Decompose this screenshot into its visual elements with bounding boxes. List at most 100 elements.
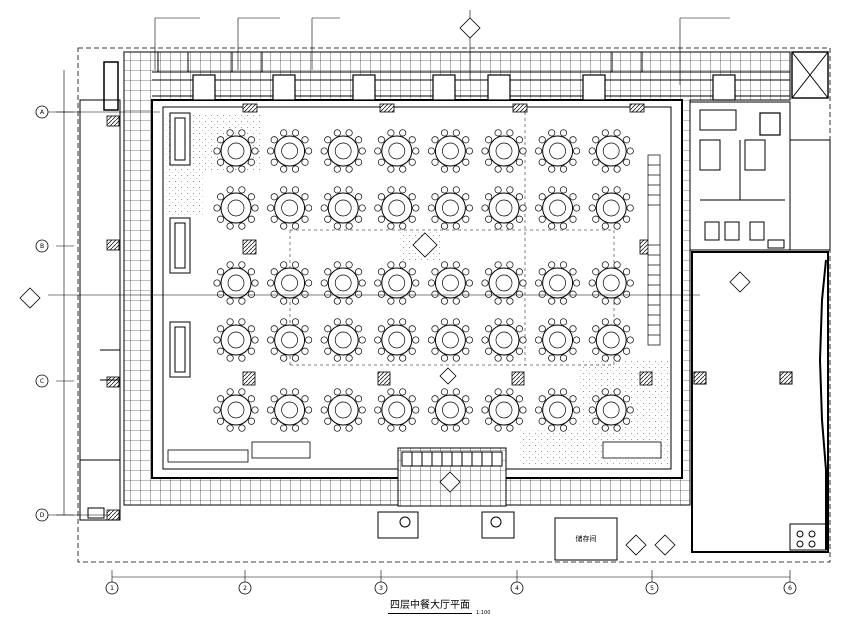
banquet-table <box>213 129 259 173</box>
chair <box>538 290 546 298</box>
main-entrance <box>397 447 507 507</box>
chair <box>569 215 577 223</box>
chair <box>301 193 309 201</box>
chair <box>267 406 275 414</box>
table-lazy-susan <box>602 331 620 349</box>
chair <box>452 222 460 230</box>
table-top <box>542 267 574 299</box>
left-axis-bubbles <box>35 105 49 522</box>
chair <box>452 129 460 137</box>
chair <box>465 279 473 287</box>
banquet-tables <box>213 129 634 432</box>
chair <box>462 158 470 166</box>
chair <box>559 186 568 194</box>
chair <box>399 222 407 230</box>
chair <box>217 395 225 403</box>
chair <box>538 395 546 403</box>
chair <box>355 136 363 144</box>
table-lazy-susan <box>442 199 459 217</box>
chair <box>573 336 581 344</box>
table-lazy-susan <box>442 142 459 160</box>
chair <box>399 318 407 326</box>
chair <box>358 279 366 287</box>
chair <box>569 347 577 355</box>
chair <box>515 215 523 223</box>
chair <box>291 424 300 432</box>
banquet-table <box>267 388 313 432</box>
drawing-title: 四层中餐大厅平面 <box>388 600 472 614</box>
chair <box>345 318 353 326</box>
chair <box>623 347 631 355</box>
chair <box>358 204 366 212</box>
chair <box>301 417 309 425</box>
chair <box>280 165 288 173</box>
table-top <box>274 135 306 167</box>
chair <box>481 406 489 414</box>
chair <box>452 354 460 362</box>
table-lazy-susan <box>442 274 459 292</box>
table-lazy-susan <box>281 142 298 160</box>
banquet-table <box>588 318 634 362</box>
chair <box>465 336 473 344</box>
chair <box>440 222 449 230</box>
chair <box>305 406 313 414</box>
chair <box>238 354 246 362</box>
chair <box>573 279 581 287</box>
chair <box>374 147 382 155</box>
chair <box>345 388 353 396</box>
chair <box>573 406 581 414</box>
banquet-table <box>427 186 473 230</box>
chair <box>333 261 341 269</box>
chair <box>247 417 255 425</box>
table-top <box>274 267 306 299</box>
chair <box>270 395 278 403</box>
chair <box>462 215 470 223</box>
chair <box>377 290 385 298</box>
chair <box>291 129 300 137</box>
chair <box>408 325 416 333</box>
chair <box>494 354 502 362</box>
chair <box>485 193 493 201</box>
table-top <box>381 394 413 426</box>
table-lazy-susan <box>227 401 245 419</box>
table-top <box>595 324 627 356</box>
chair <box>465 406 473 414</box>
chair <box>238 186 246 194</box>
chair <box>592 417 600 425</box>
chair <box>613 186 621 194</box>
chair <box>431 290 439 298</box>
chair <box>538 136 546 144</box>
chair <box>538 347 546 355</box>
chair <box>280 388 288 396</box>
left-wall-band <box>79 61 121 461</box>
chair <box>613 165 621 173</box>
chair <box>462 417 470 425</box>
chair <box>377 325 385 333</box>
chair <box>408 347 416 355</box>
axis-label-a: A <box>40 109 45 116</box>
chair <box>247 158 255 166</box>
chair <box>333 354 341 362</box>
table-top <box>542 324 574 356</box>
chair <box>387 165 395 173</box>
chair <box>559 222 568 230</box>
chair <box>291 261 300 269</box>
chair <box>573 204 581 212</box>
chair <box>519 279 527 287</box>
chair <box>408 417 416 425</box>
chair <box>592 215 600 223</box>
chair <box>408 136 416 144</box>
chair <box>333 165 341 173</box>
chair <box>251 147 259 155</box>
chair <box>345 261 353 269</box>
chair <box>280 261 288 269</box>
table-top <box>488 394 520 426</box>
chair <box>515 347 523 355</box>
chair <box>515 136 523 144</box>
chair <box>592 347 600 355</box>
chair <box>548 318 556 326</box>
chair <box>548 222 556 230</box>
top-corridor <box>152 51 790 97</box>
chair <box>569 290 577 298</box>
chair <box>333 318 341 326</box>
